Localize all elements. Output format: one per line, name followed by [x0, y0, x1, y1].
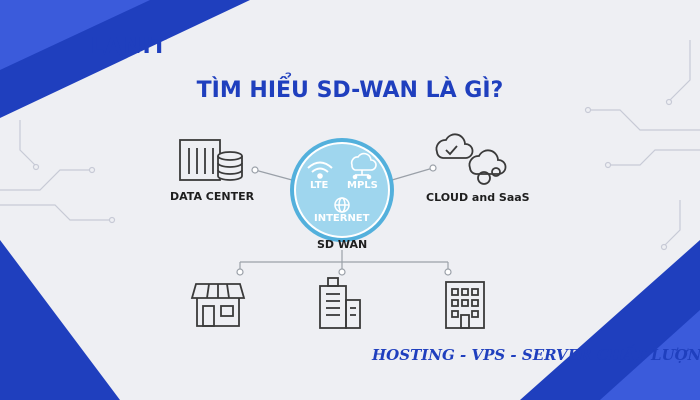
tagline: HOSTING - VPS - SERVER CHẤT LƯỢNG: [372, 346, 700, 364]
hub-item-mpls: MPLS: [347, 180, 378, 191]
bottom-left-corner-shape: [0, 240, 120, 400]
node-label-cloud: CLOUD and SaaS: [426, 191, 530, 204]
logo-mark: [104, 38, 120, 55]
hub-item-internet: INTERNET: [314, 213, 370, 224]
circuit-traces: [0, 40, 700, 251]
office-tower-icon: [319, 277, 361, 329]
globe-icon: [334, 197, 350, 213]
hub-item-lte: LTE: [310, 180, 329, 191]
bottom-right-corner-accent: [600, 310, 700, 400]
hub-circle: [294, 142, 390, 238]
brand-logo[interactable]: LANIT: [90, 34, 168, 59]
connection-lines: [236, 164, 452, 276]
cloud-gears-icon: [468, 149, 507, 185]
store-icon: [190, 283, 246, 327]
node-label-data-center: DATA CENTER: [170, 190, 255, 203]
page-title: TÌM HIỂU SD-WAN LÀ GÌ?: [196, 78, 504, 103]
building-icon: [179, 139, 221, 181]
cloud-network-icon: [350, 152, 377, 180]
database-icon: [217, 151, 243, 181]
cloud-check-icon: [435, 133, 474, 159]
wifi-icon: [307, 161, 333, 179]
hub-label: SD WAN: [317, 238, 368, 251]
apartment-icon: [445, 281, 485, 329]
top-left-corner-accent: [0, 0, 150, 70]
